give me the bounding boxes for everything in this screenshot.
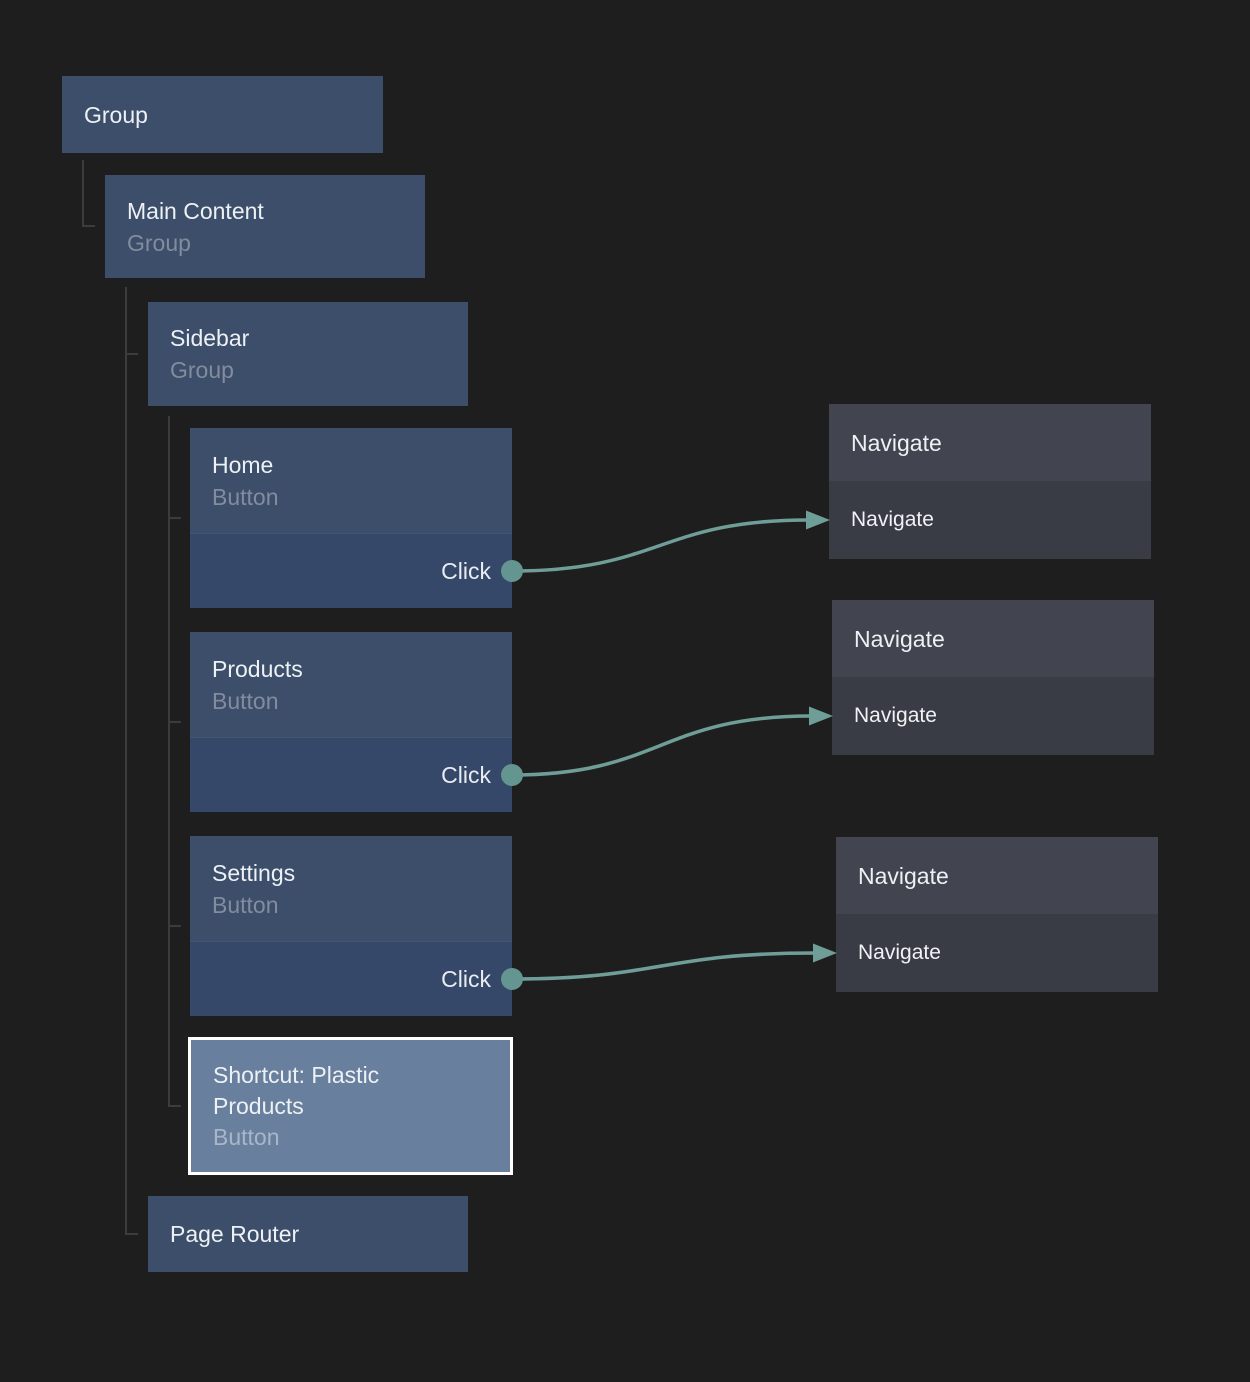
navigate-action-label: Navigate xyxy=(858,941,941,964)
node-header: Products Button xyxy=(190,632,512,737)
event-row-click[interactable]: Click xyxy=(190,533,512,608)
navigate-header: Navigate xyxy=(829,404,1151,481)
navigate-action-label: Navigate xyxy=(854,704,937,727)
node-title: Navigate xyxy=(851,429,942,456)
navigate-action-row[interactable]: Navigate xyxy=(832,677,1154,755)
event-row-click[interactable]: Click xyxy=(190,941,512,1016)
event-row-click[interactable]: Click xyxy=(190,737,512,812)
node-title: Products xyxy=(212,655,303,682)
node-settings-button[interactable]: Settings Button Click xyxy=(190,836,512,1016)
node-navigate-2[interactable]: Navigate Navigate xyxy=(832,600,1154,755)
node-navigate-3[interactable]: Navigate Navigate xyxy=(836,837,1158,992)
node-shortcut-plastic-products-button[interactable]: Shortcut: Plastic Products Button xyxy=(188,1037,513,1175)
navigate-header: Navigate xyxy=(836,837,1158,914)
node-title: Sidebar xyxy=(170,325,250,351)
edge-home-click-navigate[interactable] xyxy=(511,518,809,573)
event-label: Click xyxy=(441,761,491,788)
node-type-label: Button xyxy=(212,891,279,918)
node-title: Navigate xyxy=(858,862,949,889)
node-type-label: Button xyxy=(212,687,279,714)
tree-line-sidebar-children xyxy=(168,416,181,1107)
node-page-router[interactable]: Page Router xyxy=(148,1196,468,1272)
node-title: Group xyxy=(84,101,148,128)
tree-line-maincontent-children xyxy=(125,287,138,1235)
node-sidebar[interactable]: Sidebar Group xyxy=(148,302,468,406)
node-header: Home Button xyxy=(190,428,512,533)
node-group[interactable]: Group xyxy=(62,76,383,153)
event-label: Click xyxy=(441,557,491,584)
edge-settings-click-navigate[interactable] xyxy=(511,951,816,981)
navigate-action-label: Navigate xyxy=(851,508,934,531)
node-type-label: Button xyxy=(213,1123,280,1150)
node-title: Navigate xyxy=(854,625,945,652)
node-type-label: Group xyxy=(170,357,234,383)
event-label: Click xyxy=(441,965,491,992)
node-home-button[interactable]: Home Button Click xyxy=(190,428,512,608)
node-type-label: Button xyxy=(212,483,279,510)
arrowhead-navigate-2 xyxy=(809,706,833,726)
tree-line-group-maincontent xyxy=(82,160,95,227)
node-navigate-1[interactable]: Navigate Navigate xyxy=(829,404,1151,559)
node-title: Main Content xyxy=(127,197,264,224)
navigate-header: Navigate xyxy=(832,600,1154,677)
navigate-action-row[interactable]: Navigate xyxy=(836,914,1158,992)
arrowhead-navigate-1 xyxy=(806,510,830,530)
node-title: Page Router xyxy=(170,1221,300,1247)
node-header: Settings Button xyxy=(190,836,512,941)
edge-products-click-navigate[interactable] xyxy=(511,714,812,777)
navigate-action-row[interactable]: Navigate xyxy=(829,481,1151,559)
node-title: Settings xyxy=(212,859,296,886)
arrowhead-navigate-3 xyxy=(813,943,837,963)
node-title: Shortcut: Plastic Products xyxy=(213,1061,380,1119)
node-main-content[interactable]: Main Content Group xyxy=(105,175,425,278)
node-title: Home xyxy=(212,451,274,478)
node-products-button[interactable]: Products Button Click xyxy=(190,632,512,812)
node-type-label: Group xyxy=(127,229,191,256)
